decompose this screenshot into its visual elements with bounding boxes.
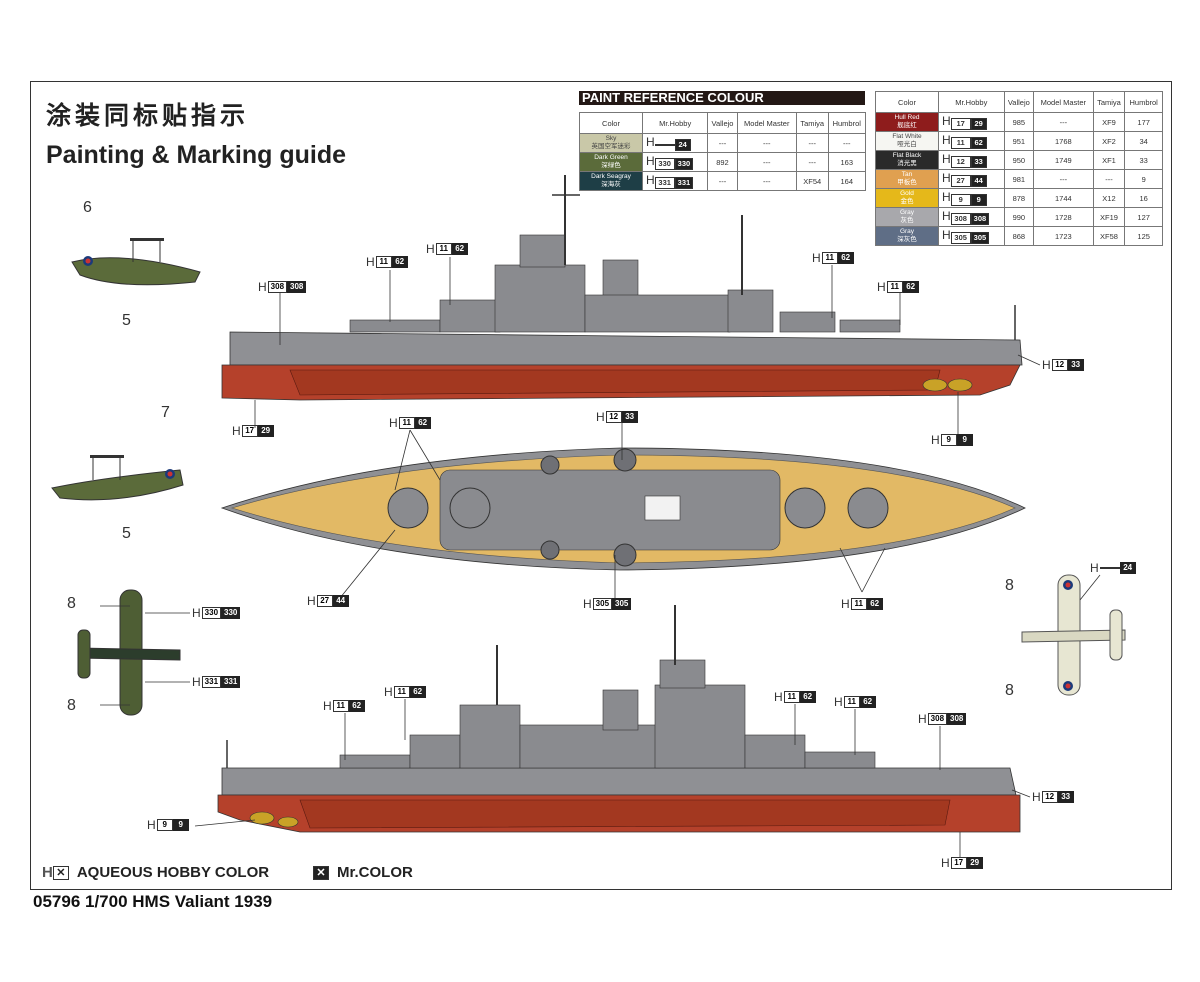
aircraft-walrus-6 (71, 238, 201, 286)
kit-footer: 05796 1/700 HMS Valiant 1939 (33, 892, 273, 911)
x-box-filled-icon: ✕ (313, 866, 329, 881)
humbrol-code: 164 (827, 171, 867, 191)
marking-number: 8 (1005, 577, 1014, 594)
tamiya-code: XF54 (795, 171, 829, 191)
paint-reference-heading: PAINT REFERENCE COLOUR (579, 91, 865, 105)
column-header: Humbrol (1124, 91, 1163, 113)
vallejo-code: 868 (1003, 226, 1035, 246)
marking-number: 8 (67, 595, 76, 612)
marking-number: 6 (83, 199, 92, 216)
humbrol-code: 34 (1124, 131, 1163, 151)
leader-lines (100, 257, 1101, 858)
aircraft-walrus-7 (51, 455, 184, 501)
ship-side-view-bottom (217, 605, 1021, 833)
model-master-code: --- (736, 171, 797, 191)
marking-number: 7 (161, 404, 170, 421)
aircraft-underside-sky (1021, 574, 1126, 696)
tamiya-code: XF58 (1092, 226, 1126, 246)
title-chinese: 涂装同标贴指示 (46, 102, 250, 130)
legend-mr-color: ✕Mr.COLOR (313, 864, 413, 881)
x-box-icon: ✕ (52, 866, 69, 881)
marking-number: 8 (67, 697, 76, 714)
ship-top-view (220, 447, 1026, 571)
legend-aqueous: H✕AQUEOUS HOBBY COLOR (42, 864, 270, 881)
marking-number: 5 (122, 525, 131, 542)
vallejo-code: --- (707, 171, 738, 191)
marking-number: 5 (122, 312, 131, 329)
ship-side-view-top (221, 175, 1023, 401)
title-english: Painting & Marking guide (46, 141, 347, 169)
humbrol-code: 125 (1124, 226, 1163, 246)
aircraft-top-camouflage (77, 589, 181, 716)
marking-number: 8 (1005, 682, 1014, 699)
guide-frame (30, 81, 1172, 890)
